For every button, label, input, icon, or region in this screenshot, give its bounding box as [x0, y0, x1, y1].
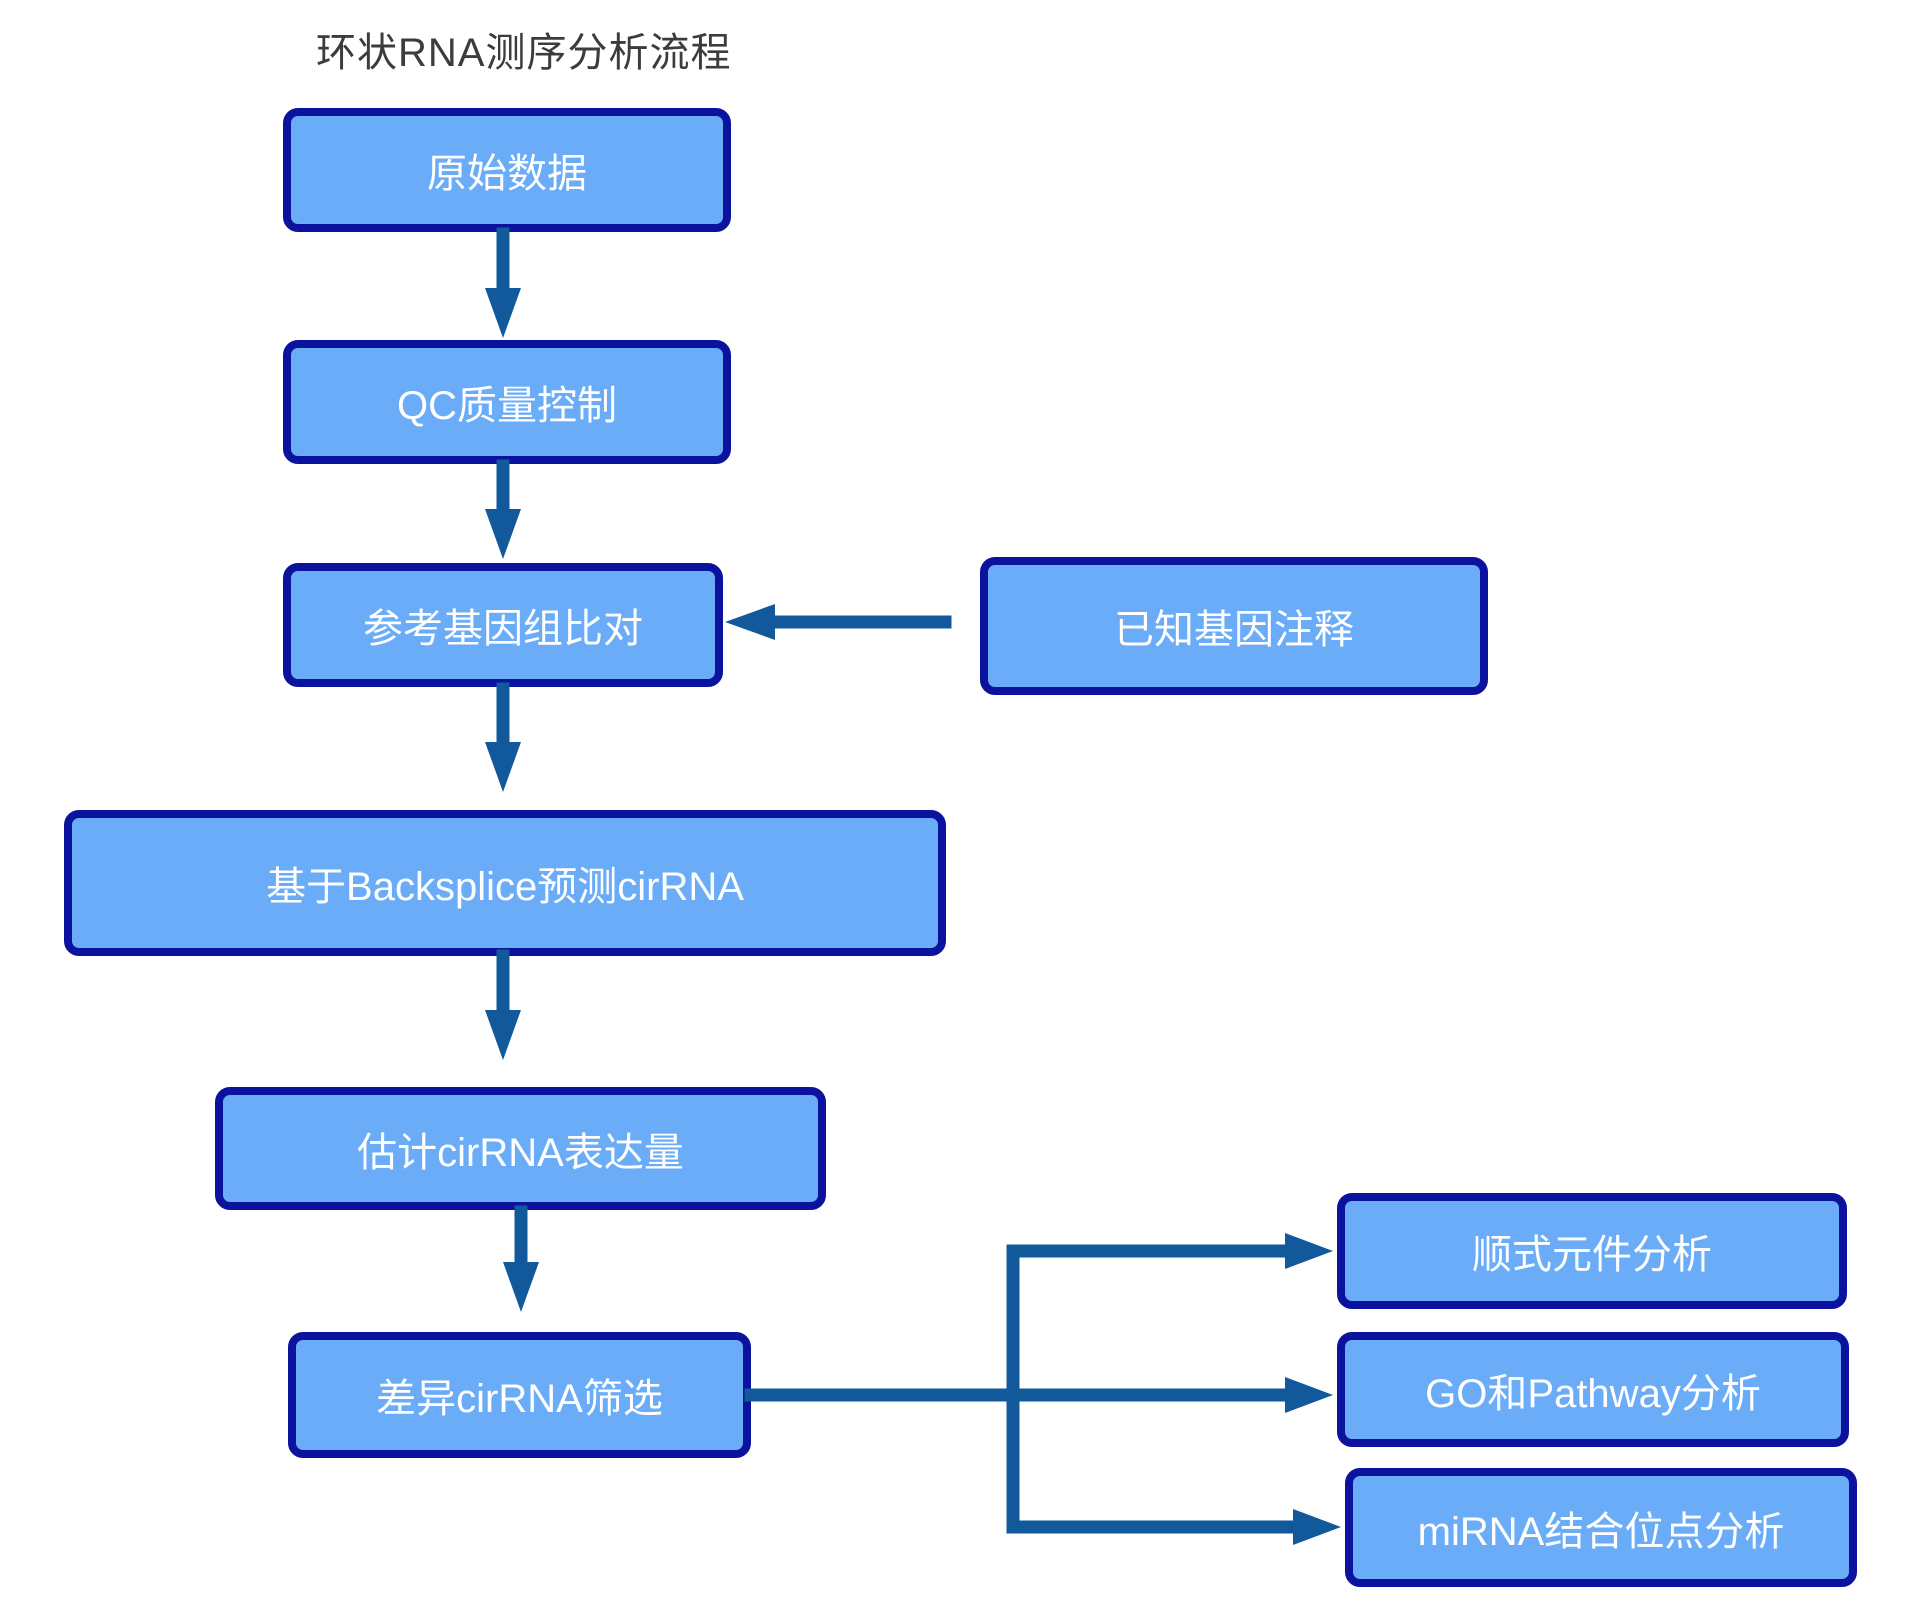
node-cis-element: 顺式元件分析 [1337, 1193, 1847, 1309]
arrow-expression-to-diff [503, 1205, 539, 1312]
node-diff-screen: 差异cirRNA筛选 [288, 1332, 751, 1458]
node-raw-data: 原始数据 [283, 108, 731, 232]
node-qc-quality: QC质量控制 [283, 340, 731, 464]
arrow-fork-to-cis [1006, 1233, 1333, 1269]
arrow-diff-fork [744, 1244, 1020, 1534]
node-expression-estimate: 估计cirRNA表达量 [215, 1087, 826, 1210]
diagram-title: 环状RNA测序分析流程 [316, 31, 732, 75]
node-go-pathway: GO和Pathway分析 [1337, 1332, 1849, 1447]
arrow-annotation-to-align [725, 604, 952, 640]
node-mirna-binding: miRNA结合位点分析 [1345, 1468, 1857, 1587]
arrow-raw-to-qc [485, 227, 521, 338]
arrow-fork-to-go [1006, 1377, 1333, 1413]
arrow-backsplice-to-expression [485, 949, 521, 1060]
arrow-qc-to-align [485, 459, 521, 559]
node-ref-genome-align: 参考基因组比对 [283, 563, 723, 687]
arrow-align-to-backsplice [485, 682, 521, 792]
node-gene-annotation: 已知基因注释 [980, 557, 1488, 695]
arrow-fork-to-mirna [1006, 1509, 1341, 1545]
node-backsplice-predict: 基于Backsplice预测cirRNA [64, 810, 946, 956]
